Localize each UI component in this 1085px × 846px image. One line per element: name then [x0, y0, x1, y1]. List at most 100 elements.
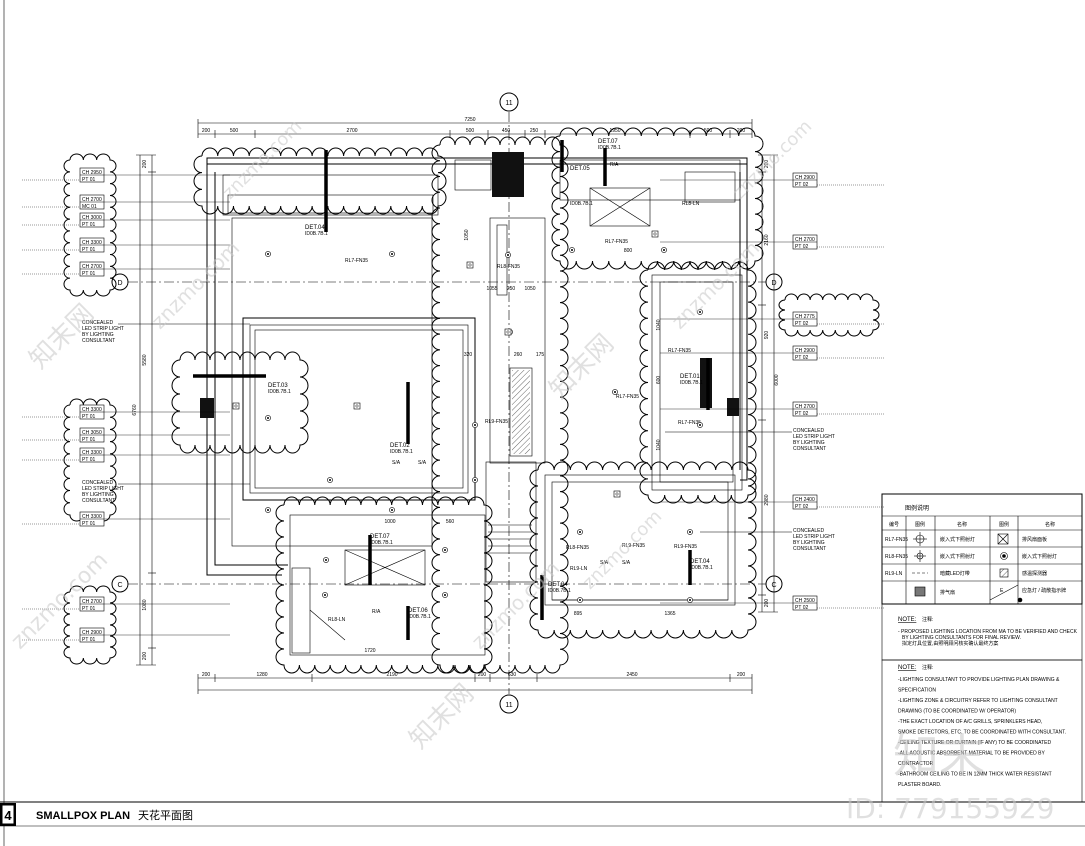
- ceiling-height: CH 3300: [82, 514, 102, 520]
- revision-cloud: [171, 351, 309, 454]
- dimensions-left: 200 5580 6760 1080 200: [132, 154, 156, 666]
- downlight-icon: [577, 529, 583, 535]
- downlight-icon: [687, 529, 693, 535]
- svg-text:200: 200: [737, 672, 746, 678]
- svg-text:200: 200: [142, 652, 148, 661]
- sprinkler-icon: [613, 490, 621, 498]
- svg-text:RL7-FN35: RL7-FN35: [678, 420, 701, 426]
- svg-text:RL9-LN: RL9-LN: [570, 566, 588, 572]
- revision-cloud: [275, 496, 493, 674]
- svg-text:BY LIGHTING CONSULTANTS FOR FI: BY LIGHTING CONSULTANTS FOR FINAL REVIEW…: [902, 635, 1021, 641]
- svg-text:RL7-FN35: RL7-FN35: [616, 394, 639, 400]
- svg-text:DET.02: DET.02: [390, 443, 410, 449]
- detail-leaders: [193, 140, 710, 640]
- note-line: -BATHROOM CEILING TO BE IN 12MM THICK WA…: [898, 772, 1052, 778]
- downlight-icon: [612, 389, 618, 395]
- svg-text:BY LIGHTING: BY LIGHTING: [82, 332, 114, 338]
- svg-text:DET.05: DET.05: [570, 166, 590, 172]
- svg-text:7250: 7250: [464, 117, 475, 123]
- svg-text:2160: 2160: [764, 234, 770, 245]
- ceiling-height: CH 2700: [82, 197, 102, 203]
- downlight-icon: [472, 422, 478, 428]
- svg-text:znzmo.com: znzmo.com: [147, 236, 245, 334]
- svg-text:ID0B.7B.1: ID0B.7B.1: [690, 565, 713, 571]
- svg-text:1050: 1050: [524, 286, 535, 292]
- svg-text:RL8-LN: RL8-LN: [328, 617, 346, 623]
- svg-text:6000: 6000: [774, 374, 780, 385]
- inner-dimensions: 320 260 175 1000 560 1720 895 1365 800 1…: [364, 229, 675, 654]
- svg-text:DET.07: DET.07: [370, 534, 390, 540]
- svg-text:LED STRIP LIGHT: LED STRIP LIGHT: [793, 534, 835, 540]
- ceiling-height: CH 2775: [795, 314, 815, 320]
- drawing-title-cn: 天花平面图: [138, 809, 193, 822]
- downlight-icon: [389, 507, 395, 513]
- svg-text:CONSULTANT: CONSULTANT: [793, 546, 826, 552]
- paint-code: PT 02: [795, 321, 808, 327]
- svg-text:CONSULTANT: CONSULTANT: [793, 446, 826, 452]
- downlight-icon: [265, 251, 271, 257]
- paint-code: PT 01: [82, 637, 95, 643]
- drawing-number: 4: [4, 808, 12, 823]
- svg-text:BY LIGHTING: BY LIGHTING: [82, 492, 114, 498]
- svg-text:CONCEALED: CONCEALED: [82, 320, 114, 326]
- svg-text:DET.04: DET.04: [305, 225, 325, 231]
- revision-clouds: [63, 127, 880, 674]
- svg-text:ID0B.7B.1: ID0B.7B.1: [548, 588, 571, 594]
- paint-code: PT 02: [795, 411, 808, 417]
- note-line: -ALL ACOUSTIC ABSORBENT MATERIAL TO BE P…: [898, 751, 1045, 757]
- svg-text:175: 175: [536, 352, 545, 358]
- svg-text:200: 200: [202, 672, 211, 678]
- note-line: -LIGHTING CONSULTANT TO PROVIDE LIGHTING…: [898, 677, 1060, 683]
- svg-text:BY LIGHTING: BY LIGHTING: [793, 440, 825, 446]
- svg-text:450: 450: [502, 128, 511, 134]
- sprinkler-icon: [651, 230, 659, 238]
- downlight-icon: [697, 309, 703, 315]
- grid-label-11-bottom: 11: [505, 702, 512, 709]
- svg-text:RL9-LN: RL9-LN: [885, 571, 903, 577]
- downlight-icon: [687, 597, 693, 603]
- light-fixtures: [232, 230, 703, 603]
- svg-text:1950: 1950: [609, 128, 620, 134]
- svg-text:RL7-FN35: RL7-FN35: [885, 537, 908, 543]
- svg-text:LED STRIP LIGHT: LED STRIP LIGHT: [793, 434, 835, 440]
- note-line: SPECIFICATION: [898, 688, 936, 694]
- svg-text:暗藏LED灯带: 暗藏LED灯带: [940, 570, 970, 577]
- note-line: -THE EXACT LOCATION OF A/C GRILLS, SPRIN…: [898, 719, 1042, 725]
- svg-text:2450: 2450: [626, 672, 637, 678]
- svg-text:C: C: [117, 582, 122, 589]
- svg-text:CONCEALED: CONCEALED: [793, 528, 825, 534]
- note-line: -LIGHTING ZONE & CIRCUITRY REFER TO LIGH…: [898, 698, 1058, 704]
- svg-text:CONSULTANT: CONSULTANT: [82, 498, 115, 504]
- svg-text:500: 500: [466, 128, 475, 134]
- paint-code: PT 01: [82, 437, 95, 443]
- svg-text:RL8-FN35: RL8-FN35: [885, 554, 908, 560]
- ceiling-height: CH 3300: [82, 240, 102, 246]
- ceiling-height: CH 3050: [82, 430, 102, 436]
- svg-text:200: 200: [202, 128, 211, 134]
- svg-text:920: 920: [764, 331, 770, 340]
- svg-text:ID0B.7B.1: ID0B.7B.1: [680, 380, 703, 386]
- svg-text:NOTE:: NOTE:: [898, 617, 917, 623]
- svg-text:S/A: S/A: [418, 460, 427, 466]
- svg-text:6760: 6760: [132, 404, 138, 415]
- svg-text:200: 200: [142, 160, 148, 169]
- svg-text:RL7-FN35: RL7-FN35: [668, 348, 691, 354]
- led-note-left: CONCEALED LED STRIP LIGHT BY LIGHTING CO…: [82, 320, 250, 504]
- revision-cloud: [431, 136, 569, 674]
- svg-text:DET.03: DET.03: [268, 383, 288, 389]
- svg-text:ID0B.7B.1: ID0B.7B.1: [408, 614, 431, 620]
- svg-text:1720: 1720: [364, 648, 375, 654]
- drawing-title-block: 4 SMALLPOX PLAN 天花平面图: [0, 803, 193, 826]
- svg-text:ID0B.7B.1: ID0B.7B.1: [370, 540, 393, 546]
- downlight-icon: [327, 477, 333, 483]
- svg-text:RL9-FN35: RL9-FN35: [674, 544, 697, 550]
